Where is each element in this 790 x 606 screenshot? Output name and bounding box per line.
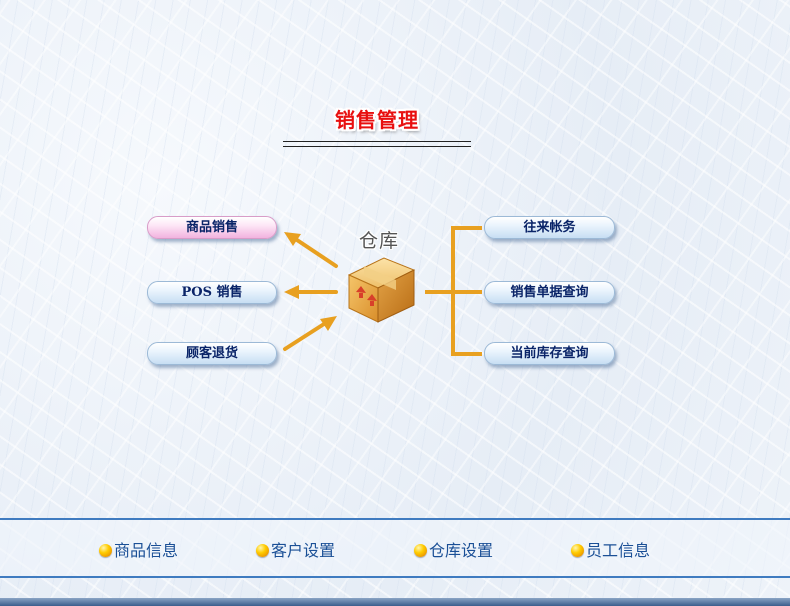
arrow-from-customer-returns xyxy=(283,316,337,351)
footer-strip xyxy=(0,598,790,606)
bottom-link-label: 客户设置 xyxy=(271,541,336,560)
bottom-link-label: 商品信息 xyxy=(114,541,179,560)
bottom-link-employee-info[interactable]: 员工信息 xyxy=(571,541,650,561)
box-icon xyxy=(347,257,416,323)
accounts-button[interactable]: 往来帐务 xyxy=(484,216,615,239)
customer-returns-button[interactable]: 顾客退货 xyxy=(147,342,277,365)
sales-documents-query-button[interactable]: 销售单据查询 xyxy=(484,281,615,304)
bullet-icon xyxy=(571,544,584,557)
bottom-link-customer-settings[interactable]: 客户设置 xyxy=(256,541,335,561)
bottom-nav-bar: 商品信息 客户设置 仓库设置 员工信息 xyxy=(0,518,790,578)
warehouse-label: 仓库 xyxy=(359,230,400,252)
right-bracket-connector xyxy=(425,226,482,356)
bottom-link-product-info[interactable]: 商品信息 xyxy=(99,541,178,561)
arrow-to-item-sales xyxy=(284,232,338,268)
bullet-icon xyxy=(256,544,269,557)
bullet-icon xyxy=(414,544,427,557)
arrow-to-pos-sales xyxy=(284,285,338,299)
pos-sales-button[interactable]: POS 销售 xyxy=(147,281,277,304)
bottom-link-label: 仓库设置 xyxy=(429,541,494,560)
title-divider xyxy=(283,141,471,147)
page-title: 销售管理 xyxy=(335,108,419,132)
bottom-link-label: 员工信息 xyxy=(586,541,651,560)
item-sales-button[interactable]: 商品销售 xyxy=(147,216,277,239)
page-title-wrap: 销售管理 xyxy=(283,104,471,133)
bullet-icon xyxy=(99,544,112,557)
current-stock-query-button[interactable]: 当前库存查询 xyxy=(484,342,615,365)
bottom-link-warehouse-settings[interactable]: 仓库设置 xyxy=(414,541,493,561)
